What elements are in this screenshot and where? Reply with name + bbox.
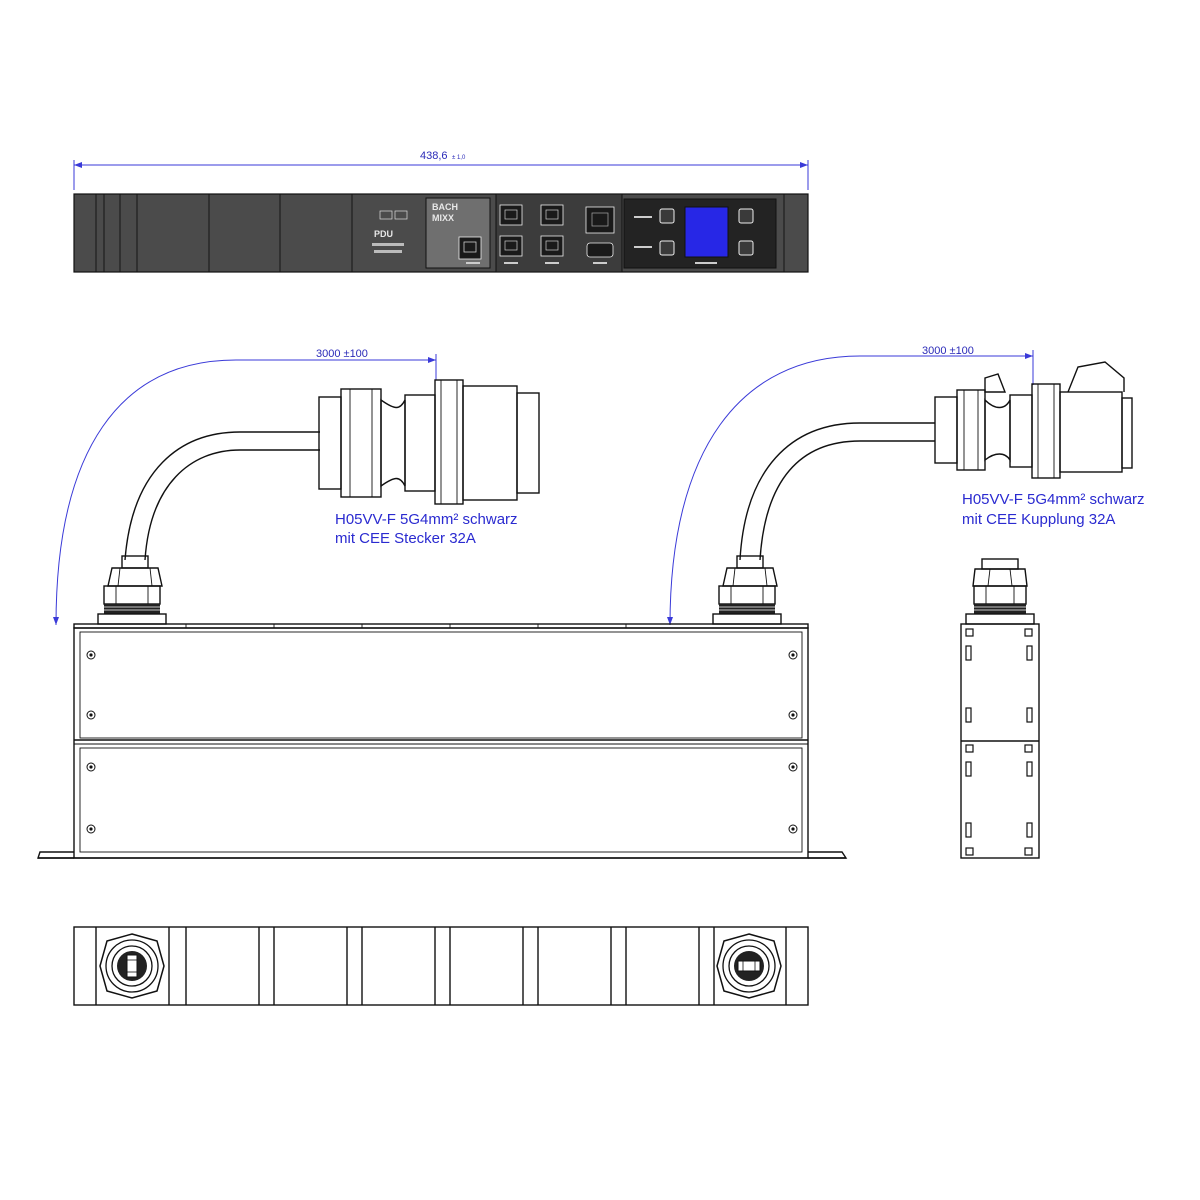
module1-label-top: BACH (432, 202, 458, 212)
control-button-icon (738, 240, 754, 256)
control-button-icon (738, 208, 754, 224)
pdu-side-housing (73, 627, 809, 859)
label-icon (379, 210, 393, 220)
cee-coupling-icon (934, 361, 1133, 479)
rj45-port-icon (458, 236, 482, 260)
side-view: 3000 ±100 3000 ±100 (37, 345, 1145, 859)
module-3-display (623, 198, 777, 269)
front-panel-view: 438,6 ± 1,0 PDU BACH MIXX (73, 150, 809, 273)
module-1: BACH MIXX (425, 197, 491, 269)
right-cable-note-line2: mit CEE Kupplung 32A (962, 511, 1115, 528)
brand-label-area: PDU (372, 210, 408, 253)
left-cable (124, 431, 320, 561)
width-tolerance: ± 1,0 (452, 155, 466, 161)
width-value: 438,6 (420, 150, 448, 162)
left-cable-dimension: 3000 ±100 (53, 348, 437, 626)
display-icon (684, 206, 729, 258)
width-dimension: 438,6 ± 1,0 (73, 150, 809, 190)
right-gland-top-icon (716, 933, 782, 999)
right-cable-note-line1: H05VV-F 5G4mm² schwarz (962, 491, 1145, 508)
control-button-icon (659, 208, 675, 224)
usb-port-icon (586, 242, 614, 258)
left-mounting-flange (37, 851, 74, 859)
rj45-port-icon (540, 235, 564, 257)
right-cable-dimension: 3000 ±100 (667, 345, 1034, 626)
label-icon (394, 210, 408, 220)
right-cable (739, 422, 935, 561)
cee-plug-icon (318, 379, 540, 505)
rj45-port-icon (499, 204, 523, 226)
module-2 (495, 193, 623, 273)
control-button-icon (659, 240, 675, 256)
module1-label-bottom: MIXX (432, 213, 454, 223)
right-mounting-flange (808, 851, 848, 859)
ethernet-port-icon (585, 206, 615, 234)
screw-icon (86, 650, 798, 834)
end-view (960, 558, 1040, 859)
right-cable-gland (712, 555, 782, 625)
left-cable-note-line1: H05VV-F 5G4mm² schwarz (335, 511, 518, 528)
right-cable-length: 3000 ±100 (922, 345, 974, 357)
left-cable-note-line2: mit CEE Stecker 32A (335, 530, 476, 547)
rj45-port-icon (540, 204, 564, 226)
left-cable-length: 3000 ±100 (316, 348, 368, 360)
top-view (73, 926, 809, 1006)
left-gland-top-icon (99, 933, 165, 999)
left-cable-gland (97, 555, 167, 625)
brand-label: PDU (374, 229, 393, 239)
rj45-port-icon (499, 235, 523, 257)
